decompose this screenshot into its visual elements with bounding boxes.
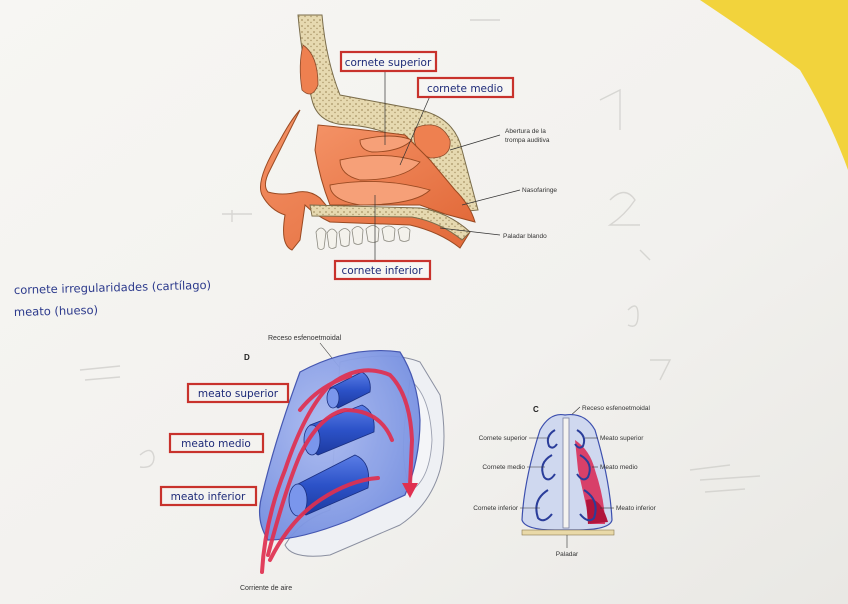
figure-d-caption-bottom: Corriente de aire [240, 585, 292, 592]
figure-c-letter: C [533, 405, 539, 414]
figure-c-receso: Receso esfenoetmoidal [582, 405, 650, 412]
label-meato-superior: meato superior [198, 388, 279, 400]
figure-c-label-paladar: Paladar [556, 551, 579, 558]
handwritten-note-line2: meato (hueso) [14, 303, 99, 319]
callout-nasofaringe: Nasofaringe [522, 187, 557, 194]
figure-c-septum [563, 418, 569, 528]
label-cornete-inferior: cornete inferior [341, 265, 423, 277]
figure-c-label-cornete-medio: Cornete medio [482, 464, 525, 471]
figure-c-label-cornete-superior: Cornete superior [479, 435, 528, 442]
figure-c-label-meato-inferior: Meato inferior [616, 505, 657, 512]
figure-d-letter: D [244, 353, 250, 362]
label-cornete-superior: cornete superior [345, 57, 432, 69]
label-meato-inferior: meato inferior [171, 491, 246, 503]
figure-c-label-meato-superior: Meato superior [600, 435, 644, 442]
label-cornete-medio: cornete medio [427, 83, 503, 95]
label-meato-medio: meato medio [181, 438, 251, 450]
figure-c-label-meato-medio: Meato medio [600, 464, 638, 471]
callout-trompa-line2: trompa auditiva [505, 137, 550, 144]
figure-c-label-cornete-inferior: Cornete inferior [473, 505, 519, 512]
callout-trompa-line1: Abertura de la [505, 128, 546, 135]
figure-c-palate-bar [522, 530, 614, 535]
callout-paladar-blando: Paladar blando [503, 233, 547, 240]
figure-d-caption-top: Receso esfenoetmoidal [268, 335, 342, 342]
